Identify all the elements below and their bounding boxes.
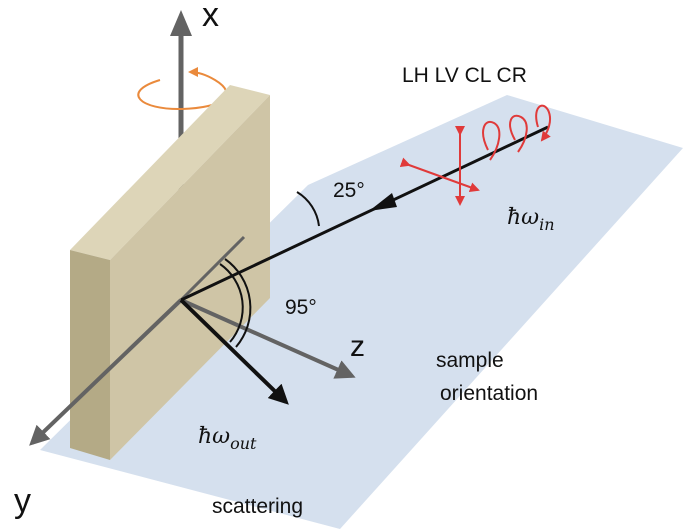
scattering-plane	[40, 95, 683, 529]
sample-slab-side	[70, 250, 110, 460]
incidence-angle-label: 25°	[333, 179, 365, 202]
circular-helix-icon	[535, 104, 552, 142]
scattering-angle-label: 95°	[285, 296, 317, 319]
z-axis	[180, 298, 356, 379]
incoming-photon-label: ħωin	[507, 205, 555, 234]
x-axis-arrowhead	[170, 10, 192, 36]
sample-orientation-label-line1: sample	[436, 349, 504, 372]
polarization-label: LH LV CL CR	[402, 64, 527, 87]
incoming-beam-arrowhead	[369, 193, 397, 211]
x-axis-label: x	[202, 0, 219, 34]
surface-normal	[179, 235, 246, 302]
sample-orientation-label-line2: orientation	[440, 382, 538, 405]
angle-arc-95-inner	[219, 263, 244, 343]
sample-slab-face	[110, 95, 270, 460]
angle-arc-95-outer	[224, 258, 252, 348]
circular-left-icon	[482, 120, 501, 161]
angle-arc-25	[296, 191, 320, 227]
incoming-beam	[180, 125, 549, 302]
outgoing-photon-label: ħωout	[198, 424, 257, 453]
z-axis-label: z	[350, 330, 365, 363]
y-axis	[29, 298, 183, 446]
scattering-label: scattering	[212, 495, 303, 518]
sample-slab-top	[70, 85, 270, 260]
y-axis-label: y	[14, 482, 31, 520]
linear-horizontal-icon	[399, 157, 480, 192]
outgoing-beam	[179, 298, 289, 405]
circular-right-icon	[509, 114, 528, 153]
polarization-icons	[399, 104, 552, 206]
